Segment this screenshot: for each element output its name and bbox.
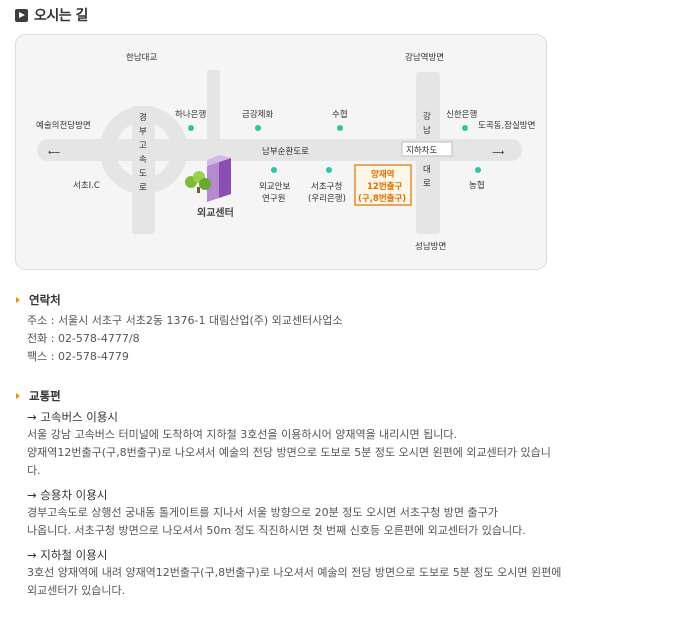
page-title: 오시는 길 <box>34 8 88 24</box>
label-hana-bank: 하나은행 <box>175 109 206 120</box>
location-map: ⟵ ⟶ 예술의전당방면 한남대교 강남역방면 성남방면 도곡동,잠실방면 서초I… <box>15 34 547 270</box>
orange-bullet-icon <box>16 297 20 303</box>
expressway-char: 로 <box>139 183 147 193</box>
station-exit: 12번출구 <box>367 181 402 192</box>
landmark-dot <box>326 167 332 173</box>
page-title-bar: 오시는 길 <box>15 4 88 26</box>
expressway-char: 부 <box>139 127 147 137</box>
bus-line: 서울 강남 고속버스 터미널에 도착하여 지하철 3호선을 이용하시어 양재역을… <box>27 428 458 441</box>
subway-line: 외교센터가 있습니다. <box>27 584 126 597</box>
expressway-char: 속 <box>139 155 147 165</box>
station-name: 양재역 <box>371 169 394 180</box>
label-arts-center: 예술의전당방면 <box>36 120 91 131</box>
contact-address: 주소 : 서울시 서초구 서초2동 1376-1 대림산업(주) 외교센터사업소 <box>27 314 343 327</box>
expressway-char: 경 <box>139 112 147 123</box>
label-main-road: 남부순환도로 <box>262 146 309 157</box>
underpass-sign <box>401 141 453 157</box>
car-line: 경부고속도로 상행선 궁내동 톨게이트를 지나서 서울 방향으로 20분 정도 … <box>27 506 498 519</box>
label-diplomatic-center: 외교센터 <box>197 206 234 219</box>
landmark-dot <box>188 125 194 131</box>
orange-bullet-icon <box>16 393 20 399</box>
bus-line: 다. <box>27 464 41 477</box>
car-line: 나옵니다. 서초구청 방면으로 나오셔서 50m 정도 직진하시면 첫 번째 신… <box>27 524 526 537</box>
label-geumgang: 금강제화 <box>242 109 273 120</box>
transport-section: 교통편 → 고속버스 이용시 서울 강남 고속버스 터미널에 도착하여 지하철 … <box>15 388 665 600</box>
label-seocho-office: 서초구청 <box>311 182 342 192</box>
diplomatic-center-building <box>207 155 231 202</box>
landmark-dot <box>475 167 481 173</box>
label-hannam-bridge: 한남대교 <box>126 53 157 63</box>
landmark-dot <box>271 167 277 173</box>
right-arrow: ⟶ <box>492 148 504 158</box>
contact-phone: 전화 : 02-578-4777/8 <box>27 332 140 345</box>
tree-icon <box>185 171 211 193</box>
gangnam-char: 대 <box>423 165 431 175</box>
label-underpass: 지하차도 <box>406 145 437 156</box>
label-seocho-ic: 서초I.C <box>73 181 100 191</box>
contact-fax: 팩스 : 02-578-4779 <box>27 350 129 363</box>
label-gangnam-station: 강남역방면 <box>405 52 444 63</box>
label-suhyup: 수협 <box>332 109 348 120</box>
station-exit-box <box>354 164 412 206</box>
expressway-char: 고 <box>139 141 147 151</box>
station-old-exit: (구,8번출구) <box>358 193 406 204</box>
gangnam-char: 로 <box>423 179 431 189</box>
label-diplomacy-institute: 외교안보 <box>259 181 290 192</box>
expressway-road <box>132 106 155 234</box>
bus-heading: → 고속버스 이용시 <box>27 410 119 424</box>
label-shinhan: 신한은행 <box>446 109 477 120</box>
left-arrow: ⟵ <box>48 148 60 158</box>
label-diplomacy-institute: 연구원 <box>262 194 285 204</box>
landmark-dot <box>255 125 261 131</box>
interchange-ring <box>99 106 188 194</box>
subway-heading: → 지하철 이용시 <box>27 548 108 562</box>
label-seongnam: 성남방면 <box>415 241 446 252</box>
gangnam-char: 남 <box>423 126 431 136</box>
landmark-dot <box>462 125 468 131</box>
label-dogok-jamsil: 도곡동,잠실방면 <box>478 120 535 131</box>
subway-line: 3호선 양재역에 내려 양재역12번출구(구,8번출구)로 나오셔서 예술의 전… <box>27 566 562 579</box>
gangnam-char: 강 <box>423 111 431 122</box>
car-heading: → 승용차 이용시 <box>27 488 108 502</box>
arrow-box-icon <box>15 8 28 22</box>
label-nonghyup: 농협 <box>469 180 485 191</box>
landmark-dot <box>337 125 343 131</box>
expressway-char: 도 <box>139 169 147 179</box>
contact-title: 연락처 <box>29 293 61 307</box>
bus-line: 양재역12번출구(구,8번출구)로 나오셔서 예술의 전당 방면으로 도보로 5… <box>27 446 551 459</box>
transport-title: 교통편 <box>29 389 61 403</box>
side-road <box>207 70 220 146</box>
label-seocho-office: (우리은행) <box>308 193 346 204</box>
contact-section: 연락처 주소 : 서울시 서초구 서초2동 1376-1 대림산업(주) 외교센… <box>15 292 665 366</box>
main-road <box>37 139 522 161</box>
